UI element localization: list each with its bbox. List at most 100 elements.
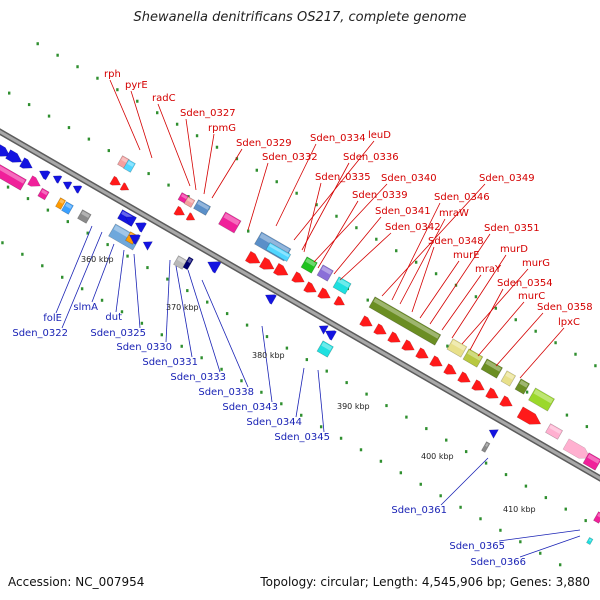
gene-block-cyan bbox=[123, 159, 136, 173]
gene-arrow bbox=[333, 295, 346, 306]
tick-dot bbox=[166, 277, 169, 281]
tick-dot bbox=[345, 381, 348, 385]
gene-arrow bbox=[52, 175, 63, 184]
leader-line bbox=[477, 301, 525, 357]
gene-label-reverse: Sden_0338 bbox=[198, 387, 254, 398]
gene-block-cyan bbox=[332, 276, 352, 295]
gene-arrow bbox=[62, 181, 73, 190]
tick-dot bbox=[554, 341, 557, 345]
leader-line bbox=[313, 183, 388, 263]
tick-dot bbox=[80, 287, 84, 291]
gene-label-forward: Sden_0349 bbox=[479, 173, 535, 184]
gene-label-reverse: Sden_0333 bbox=[170, 372, 226, 383]
tick-dot bbox=[325, 369, 328, 373]
tick-dot bbox=[96, 76, 99, 80]
tick-dot bbox=[534, 329, 537, 333]
gene-arrow bbox=[318, 325, 329, 335]
tick-dot bbox=[76, 65, 79, 69]
genome-stats-text: Topology: circular; Length: 4,545,906 bp… bbox=[260, 575, 590, 589]
gene-arrow bbox=[291, 271, 305, 283]
gene-arrow bbox=[401, 339, 415, 351]
tick-dot bbox=[175, 122, 179, 126]
gene-arrow bbox=[457, 371, 471, 383]
gene-label-forward: pyrE bbox=[125, 80, 148, 91]
tick-dot bbox=[280, 402, 283, 406]
gene-block-magenta bbox=[37, 187, 50, 201]
leader-line bbox=[419, 260, 460, 319]
tick-dot bbox=[525, 390, 529, 394]
gene-block-khaki bbox=[500, 370, 517, 387]
gene-label-reverse: folE bbox=[43, 313, 62, 324]
tick-dot bbox=[265, 335, 269, 339]
tick-dot bbox=[395, 249, 398, 253]
gene-label-forward: Sden_0332 bbox=[262, 152, 318, 163]
tick-dot bbox=[240, 379, 243, 383]
tick-dot bbox=[140, 321, 144, 325]
tick-dot bbox=[479, 517, 482, 521]
tick-dot bbox=[220, 367, 223, 371]
tick-dot bbox=[67, 126, 71, 130]
leader-line bbox=[440, 457, 489, 506]
tick-dot bbox=[564, 507, 567, 511]
tick-dot bbox=[106, 243, 109, 247]
gene-block-green bbox=[300, 256, 318, 274]
tick-dot bbox=[136, 99, 139, 103]
gene-block-purple bbox=[316, 264, 334, 282]
gene-label-forward: leuD bbox=[368, 130, 391, 141]
gene-label-forward: rpmG bbox=[208, 123, 236, 134]
gene-label-forward: murD bbox=[500, 244, 528, 255]
leader-line bbox=[495, 312, 544, 367]
leader-line bbox=[303, 182, 322, 253]
gene-block-grey bbox=[77, 209, 92, 224]
tick-dot bbox=[446, 344, 449, 348]
gene-label-forward: Sden_0342 bbox=[385, 222, 441, 233]
gene-block-lime bbox=[462, 348, 484, 368]
gene-label-reverse: Sden_0330 bbox=[116, 342, 172, 353]
gene-label-reverse: Sden_0345 bbox=[274, 432, 330, 443]
leader-line bbox=[399, 218, 446, 305]
leader-line bbox=[211, 148, 243, 199]
gene-block-lightblue bbox=[61, 201, 74, 215]
leader-line bbox=[519, 535, 581, 558]
gene-arrow bbox=[119, 182, 130, 191]
gene-arrow bbox=[72, 185, 83, 194]
tick-dot bbox=[519, 540, 522, 544]
gene-label-reverse: Sden_0343 bbox=[222, 402, 278, 413]
tick-dot bbox=[524, 484, 528, 488]
tick-dot bbox=[46, 208, 50, 212]
leader-line bbox=[317, 200, 359, 269]
gene-label-forward: Sden_0336 bbox=[343, 152, 399, 163]
tick-dot bbox=[558, 563, 562, 567]
leader-line bbox=[115, 249, 125, 313]
gene-label-forward: lpxC bbox=[558, 317, 580, 328]
leader-line bbox=[469, 288, 504, 351]
gene-arrow bbox=[272, 262, 289, 276]
gene-block-khaki bbox=[446, 338, 468, 358]
tick-dot bbox=[365, 392, 368, 396]
tick-dot bbox=[474, 295, 478, 299]
kbp-tick-label: 410 kbp bbox=[503, 505, 536, 514]
gene-label-forward: Sden_0358 bbox=[537, 302, 593, 313]
tick-dot bbox=[295, 191, 298, 195]
gene-label-forward: Sden_0327 bbox=[180, 108, 236, 119]
gene-block-cyan bbox=[586, 536, 594, 546]
tick-dot bbox=[594, 364, 597, 368]
tick-dot bbox=[6, 185, 10, 189]
tick-dot bbox=[315, 203, 318, 207]
tick-dot bbox=[260, 390, 263, 394]
gene-label-reverse: Sden_0361 bbox=[391, 505, 447, 516]
gene-arrow bbox=[27, 175, 41, 187]
tick-dot bbox=[275, 180, 278, 184]
gene-arrow bbox=[134, 222, 147, 233]
leader-line bbox=[109, 79, 141, 151]
tick-dot bbox=[565, 413, 569, 417]
gene-arrow bbox=[173, 205, 186, 216]
tick-dot bbox=[359, 448, 363, 452]
leader-line bbox=[301, 162, 350, 251]
gene-label-reverse: Sden_0322 bbox=[12, 328, 68, 339]
tick-dot bbox=[116, 88, 119, 92]
gene-arrow bbox=[19, 157, 33, 169]
tick-dot bbox=[584, 519, 587, 523]
